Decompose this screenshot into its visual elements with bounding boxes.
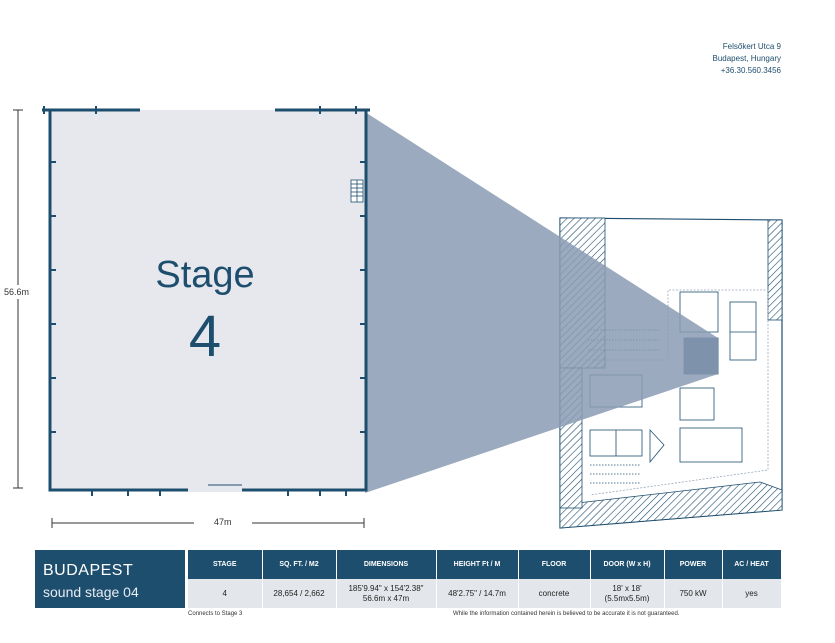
spec-city: BUDAPEST [43,562,134,579]
cell-dimensions-m: 56.6m x 47m [362,593,410,603]
cell-stage: 4 [188,579,263,608]
header-height: HEIGHT Ft / M [436,550,519,579]
header-floor: FLOOR [518,550,591,579]
contact-phone: +36.30.560.3456 [720,66,781,75]
header-area: SQ. FT. / M2 [262,550,337,579]
width-dimension-label: 47m [194,517,252,527]
spec-subtitle: sound stage 04 [43,584,139,600]
height-dimension-label: 56.6m [4,285,30,299]
site-road [585,289,769,496]
spec-header-row: STAGE SQ. FT. / M2 DIMENSIONS HEIGHT Ft … [188,550,782,579]
site-building [679,427,743,463]
stage-word: Stage [155,254,255,296]
site-wall-right [767,219,783,321]
cell-height: 48'2.75" / 14.7m [436,579,519,608]
cell-door-ft: 18' x 18' [612,583,642,593]
header-door: DOOR (W x H) [590,550,665,579]
site-building [679,387,715,421]
disclaimer-note: While the information contained herein i… [453,611,680,617]
connects-note: Connects to Stage 3 [188,611,243,617]
site-wall-bottom [559,481,783,529]
cell-power: 750 kW [664,579,723,608]
cell-floor: concrete [518,579,591,608]
stair-icon [350,179,364,203]
header-power: POWER [664,550,723,579]
cell-dimensions-ft: 185'9.94" x 154'2.38" [348,583,424,593]
spec-table: STAGE SQ. FT. / M2 DIMENSIONS HEIGHT Ft … [188,550,782,608]
stage-floor [50,110,366,490]
stage-number: 4 [188,304,222,369]
wall-column-ticks [43,106,366,496]
projection-wedge [365,112,718,493]
header-stage: STAGE [188,550,263,579]
spec-data-row: 4 28,654 / 2,662 185'9.94" x 154'2.38" 5… [188,579,782,608]
site-building [729,301,757,361]
cell-ac-heat: yes [722,579,782,608]
spec-title-box: BUDAPEST sound stage 04 [35,550,185,608]
contact-city: Budapest, Hungary [712,54,782,63]
header-dimensions: DIMENSIONS [336,550,437,579]
stage-plan [42,106,370,496]
cell-area: 28,654 / 2,662 [262,579,337,608]
cell-door: 18' x 18' (5.5mx5.5m) [590,579,665,608]
site-triangle [649,428,665,464]
header-ac-heat: AC / HEAT [722,550,782,579]
cell-dimensions: 185'9.94" x 154'2.38" 56.6m x 47m [336,579,437,608]
cell-door-m: (5.5mx5.5m) [604,593,650,603]
contact-street: Felsőkert Utca 9 [722,42,781,51]
contact-block: Felsőkert Utca 9 Budapest, Hungary +36.3… [713,41,782,77]
